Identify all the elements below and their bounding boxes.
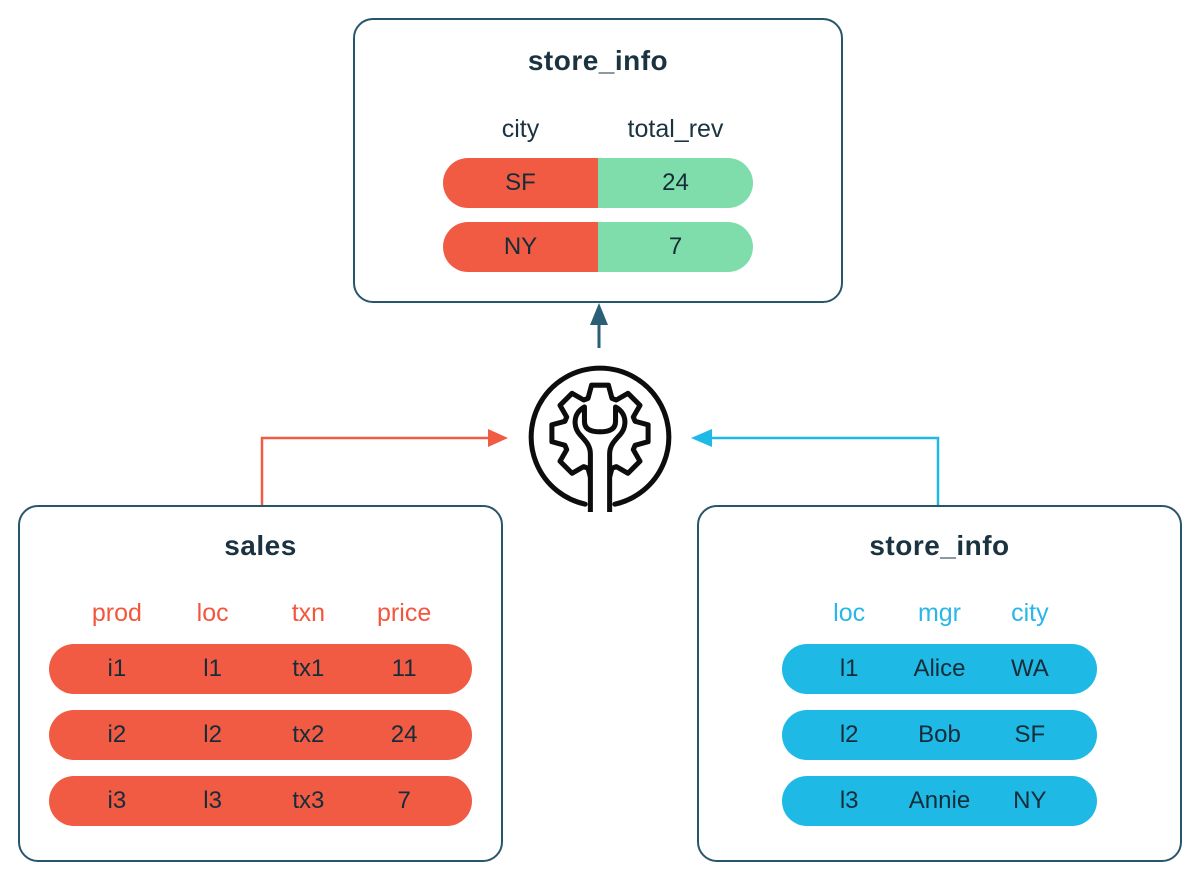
cell-city: NY — [443, 222, 598, 272]
column-header-city: city — [501, 115, 540, 143]
cell-total-rev: 7 — [598, 222, 753, 272]
table-row: i3 l3 tx3 7 — [49, 776, 472, 826]
cell-price: 7 — [397, 787, 411, 814]
cell-price: 11 — [391, 655, 417, 682]
cell-mgr: Bob — [918, 721, 961, 748]
column-header-mgr: mgr — [917, 599, 962, 627]
cell-txn: tx3 — [292, 787, 325, 814]
column-header-price: price — [377, 599, 432, 627]
cell-prod: i3 — [107, 787, 127, 814]
cell-txn: tx1 — [292, 655, 325, 682]
column-header-total-rev: total_rev — [627, 115, 724, 143]
column-header-loc: loc — [196, 599, 229, 627]
source-table-store-info: store_info loc mgr city l1 Alice WA l2 B… — [697, 505, 1182, 862]
cell-city: NY — [1013, 787, 1047, 814]
cell-loc: l1 — [839, 655, 859, 682]
table-row: l3 Annie NY — [782, 776, 1097, 826]
cell-loc: l2 — [203, 721, 222, 748]
arrow-up-icon — [590, 303, 608, 348]
arrow-right-icon — [260, 429, 508, 505]
cell-prod: i1 — [107, 655, 127, 682]
table-row: l1 Alice WA — [782, 644, 1097, 694]
column-header-loc: loc — [833, 599, 866, 627]
source-table-sales: sales prod loc txn price i1 l1 tx1 11 i2… — [18, 505, 503, 862]
result-table-store-info: store_info city total_rev SF 24 NY 7 — [353, 18, 843, 303]
cell-loc: l3 — [839, 787, 859, 814]
cell-city: SF — [443, 158, 598, 208]
column-header-prod: prod — [91, 599, 142, 627]
arrow-left-icon — [691, 429, 940, 505]
table-title: store_info — [869, 530, 1010, 561]
table-row: i1 l1 tx1 11 — [49, 644, 472, 694]
cell-loc: l2 — [839, 721, 859, 748]
cell-loc: l1 — [203, 655, 222, 682]
cell-mgr: Alice — [913, 655, 966, 682]
table-title: store_info — [527, 45, 669, 76]
cell-total-rev: 24 — [598, 158, 753, 208]
column-header-txn: txn — [291, 599, 326, 627]
column-headers: city total_rev — [443, 114, 753, 144]
cell-loc: l3 — [203, 787, 222, 814]
cell-city: SF — [1014, 721, 1046, 748]
table-title: sales — [224, 530, 297, 561]
gear-wrench-icon — [526, 362, 674, 518]
cell-price: 24 — [390, 721, 418, 748]
table-row: NY 7 — [443, 222, 753, 272]
cell-mgr: Annie — [908, 787, 971, 814]
cell-city: WA — [1010, 655, 1049, 682]
cell-txn: tx2 — [292, 721, 325, 748]
table-row: SF 24 — [443, 158, 753, 208]
column-headers: loc mgr city — [782, 598, 1097, 628]
column-headers: prod loc txn price — [49, 598, 472, 628]
table-row: i2 l2 tx2 24 — [49, 710, 472, 760]
table-row: l2 Bob SF — [782, 710, 1097, 760]
cell-prod: i2 — [107, 721, 127, 748]
column-header-city: city — [1011, 599, 1049, 627]
